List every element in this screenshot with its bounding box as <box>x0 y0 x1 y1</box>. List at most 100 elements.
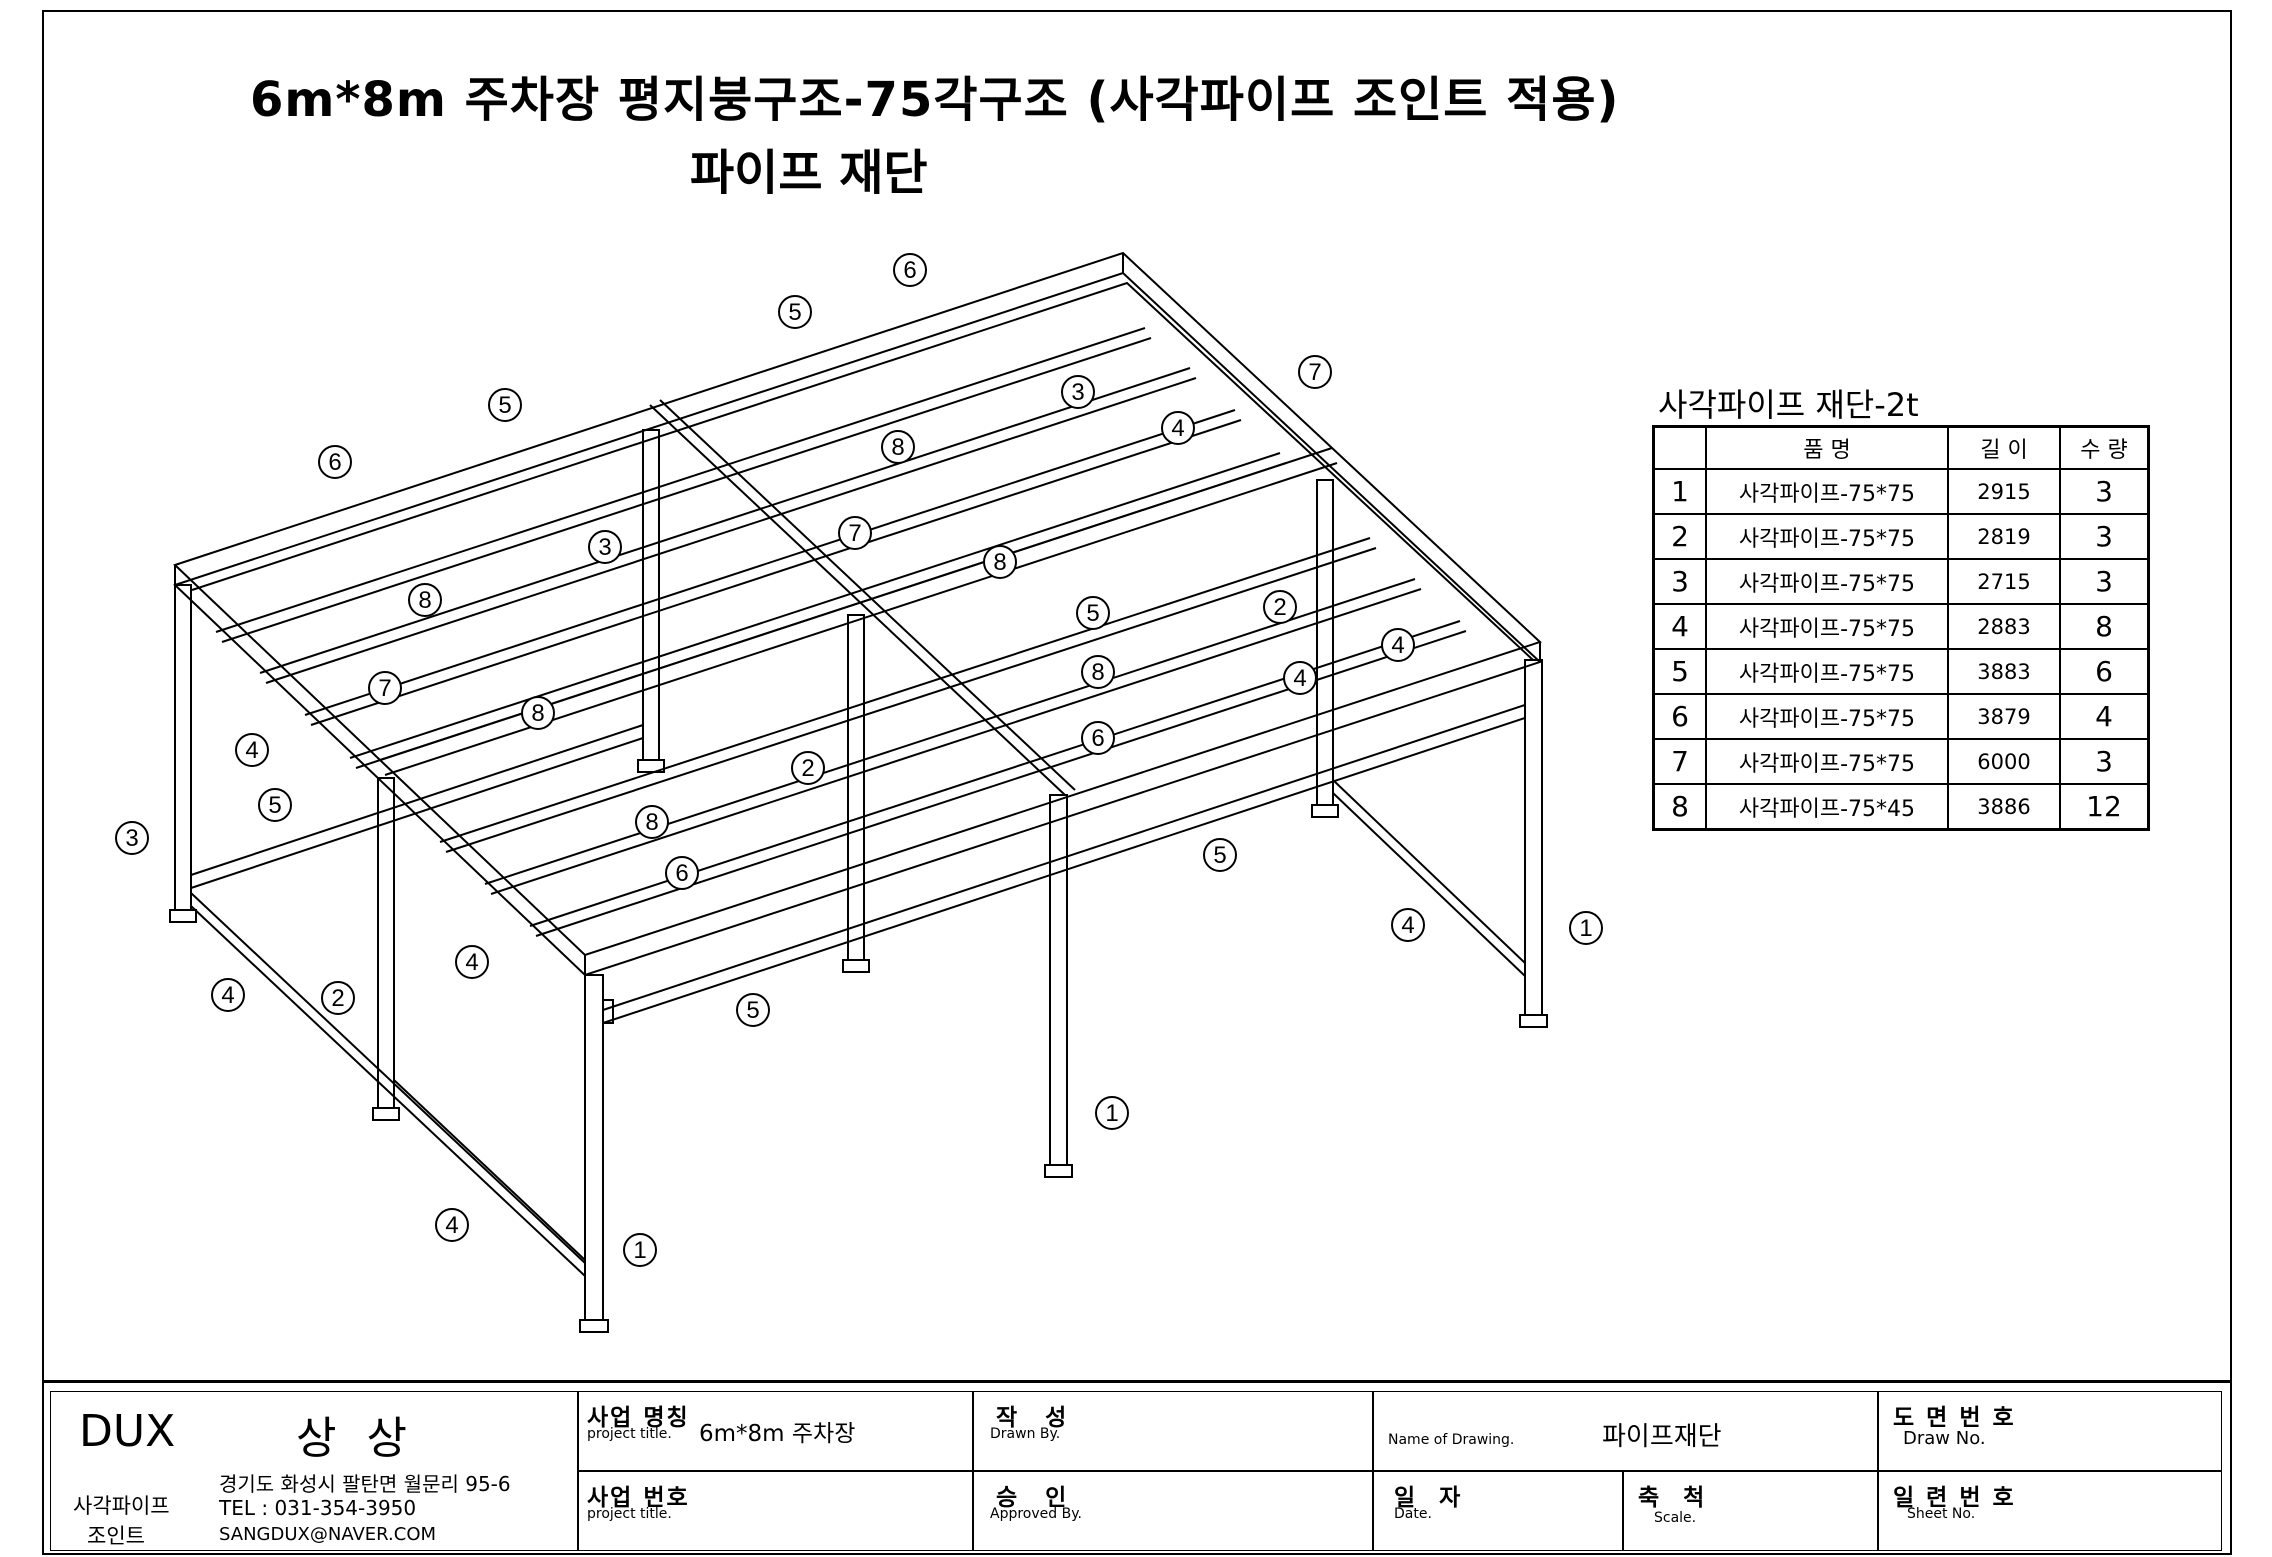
part-balloons: 1 1 1 2 2 2 3 3 3 4 4 4 4 4 4 4 4 5 5 5 … <box>115 253 1603 1267</box>
svg-text:1: 1 <box>633 1237 646 1264</box>
svg-text:5: 5 <box>788 299 801 326</box>
balloon-4: 4 <box>211 978 245 1012</box>
balloon-5: 5 <box>1203 838 1237 872</box>
svg-text:6: 6 <box>675 860 688 887</box>
balloon-1: 1 <box>623 1233 657 1267</box>
drawing-subtitle: 파이프 재단 <box>690 145 928 201</box>
svg-text:4: 4 <box>445 1212 458 1239</box>
product-line-1: 사각파이프 <box>73 1494 170 1518</box>
svg-text:3: 3 <box>598 534 611 561</box>
balloon-8: 8 <box>635 805 669 839</box>
svg-text:4: 4 <box>1171 415 1184 442</box>
balloon-3: 3 <box>1061 375 1095 409</box>
balloon-2: 2 <box>321 981 355 1015</box>
drawn-by-cell: 작 성 Drawn By. <box>973 1391 1373 1471</box>
balloon-5: 5 <box>488 388 522 422</box>
svg-text:8: 8 <box>891 434 904 461</box>
address: 경기도 화성시 팔탄면 월문리 95-6 <box>219 1472 511 1496</box>
title-block: DUX 상 상 사각파이프 조인트 경기도 화성시 팔탄면 월문리 95-6 T… <box>42 1380 2232 1555</box>
svg-text:6: 6 <box>1091 725 1104 752</box>
svg-text:8: 8 <box>418 587 431 614</box>
svg-text:8: 8 <box>645 809 658 836</box>
svg-text:5: 5 <box>1213 842 1226 869</box>
drawing-sheet-border <box>42 10 2232 1555</box>
balloon-7: 7 <box>1298 355 1332 389</box>
project-name-value: 6m*8m 주차장 <box>699 1421 856 1447</box>
balloon-2: 2 <box>791 751 825 785</box>
balloon-4: 4 <box>1161 411 1195 445</box>
svg-text:4: 4 <box>1401 912 1414 939</box>
balloon-4: 4 <box>455 945 489 979</box>
svg-text:7: 7 <box>848 520 861 547</box>
scale-cell: 축 척 Scale. <box>1623 1471 1878 1551</box>
svg-text:8: 8 <box>531 700 544 727</box>
svg-text:4: 4 <box>221 982 234 1009</box>
svg-text:4: 4 <box>1391 632 1404 659</box>
drawing-name-cell: Name of Drawing. 파이프재단 <box>1373 1391 1878 1471</box>
svg-text:8: 8 <box>1091 659 1104 686</box>
svg-text:8: 8 <box>993 549 1006 576</box>
balloon-3: 3 <box>115 821 149 855</box>
drawing-name-value: 파이프재단 <box>1602 1422 1722 1452</box>
svg-text:5: 5 <box>1086 600 1099 627</box>
balloon-4: 4 <box>235 733 269 767</box>
balloon-8: 8 <box>521 696 555 730</box>
project-no-cell: 사업 번호 project title. <box>578 1471 973 1551</box>
svg-text:6: 6 <box>328 449 341 476</box>
balloon-4: 4 <box>1391 908 1425 942</box>
company-cell: DUX 상 상 사각파이프 조인트 경기도 화성시 팔탄면 월문리 95-6 T… <box>50 1391 578 1551</box>
svg-text:4: 4 <box>245 737 258 764</box>
balloon-5: 5 <box>736 993 770 1027</box>
project-name-cell: 사업 명칭 project title. 6m*8m 주차장 <box>578 1391 973 1471</box>
svg-text:1: 1 <box>1579 915 1592 942</box>
steel-frame-lines <box>169 251 1548 1333</box>
balloon-7: 7 <box>838 516 872 550</box>
date-cell: 일 자 Date. <box>1373 1471 1623 1551</box>
svg-text:7: 7 <box>378 675 391 702</box>
balloon-4: 4 <box>1283 661 1317 695</box>
sheet-no-cell: 일 련 번 호 Sheet No. <box>1878 1471 2222 1551</box>
telephone: TEL : 031-354-3950 <box>219 1496 417 1520</box>
balloon-4: 4 <box>435 1208 469 1242</box>
cut-table-title: 사각파이프 재단-2t <box>1658 386 1919 424</box>
balloon-6: 6 <box>318 445 352 479</box>
balloon-8: 8 <box>983 545 1017 579</box>
header-length: 길 이 <box>1947 425 2061 470</box>
balloon-5: 5 <box>1076 596 1110 630</box>
balloon-5: 5 <box>258 788 292 822</box>
balloon-5: 5 <box>778 295 812 329</box>
product-line-2: 조인트 <box>87 1524 145 1548</box>
balloon-8: 8 <box>1081 655 1115 689</box>
brand-name: 상 상 <box>296 1413 415 1464</box>
balloon-6: 6 <box>665 856 699 890</box>
svg-text:7: 7 <box>1308 359 1321 386</box>
email: SANGDUX@NAVER.COM <box>219 1524 437 1545</box>
svg-text:3: 3 <box>125 825 138 852</box>
balloon-1: 1 <box>1095 1096 1129 1130</box>
table-header-row: 품 명 길 이 수 량 <box>1652 425 2150 470</box>
approved-by-cell: 승 인 Approved By. <box>973 1471 1373 1551</box>
svg-text:4: 4 <box>1293 665 1306 692</box>
balloon-2: 2 <box>1263 590 1297 624</box>
balloon-8: 8 <box>881 430 915 464</box>
header-name: 품 명 <box>1705 425 1949 470</box>
company-name: DUX <box>79 1406 176 1457</box>
balloon-8: 8 <box>408 583 442 617</box>
balloon-6: 6 <box>893 253 927 287</box>
draw-no-cell: 도 면 번 호 Draw No. <box>1878 1391 2222 1471</box>
svg-text:2: 2 <box>1273 594 1286 621</box>
svg-text:5: 5 <box>746 997 759 1024</box>
drawing-title: 6m*8m 주차장 평지붕구조-75각구조 (사각파이프 조인트 적용) <box>250 72 1620 128</box>
balloon-3: 3 <box>588 530 622 564</box>
balloon-6: 6 <box>1081 721 1115 755</box>
